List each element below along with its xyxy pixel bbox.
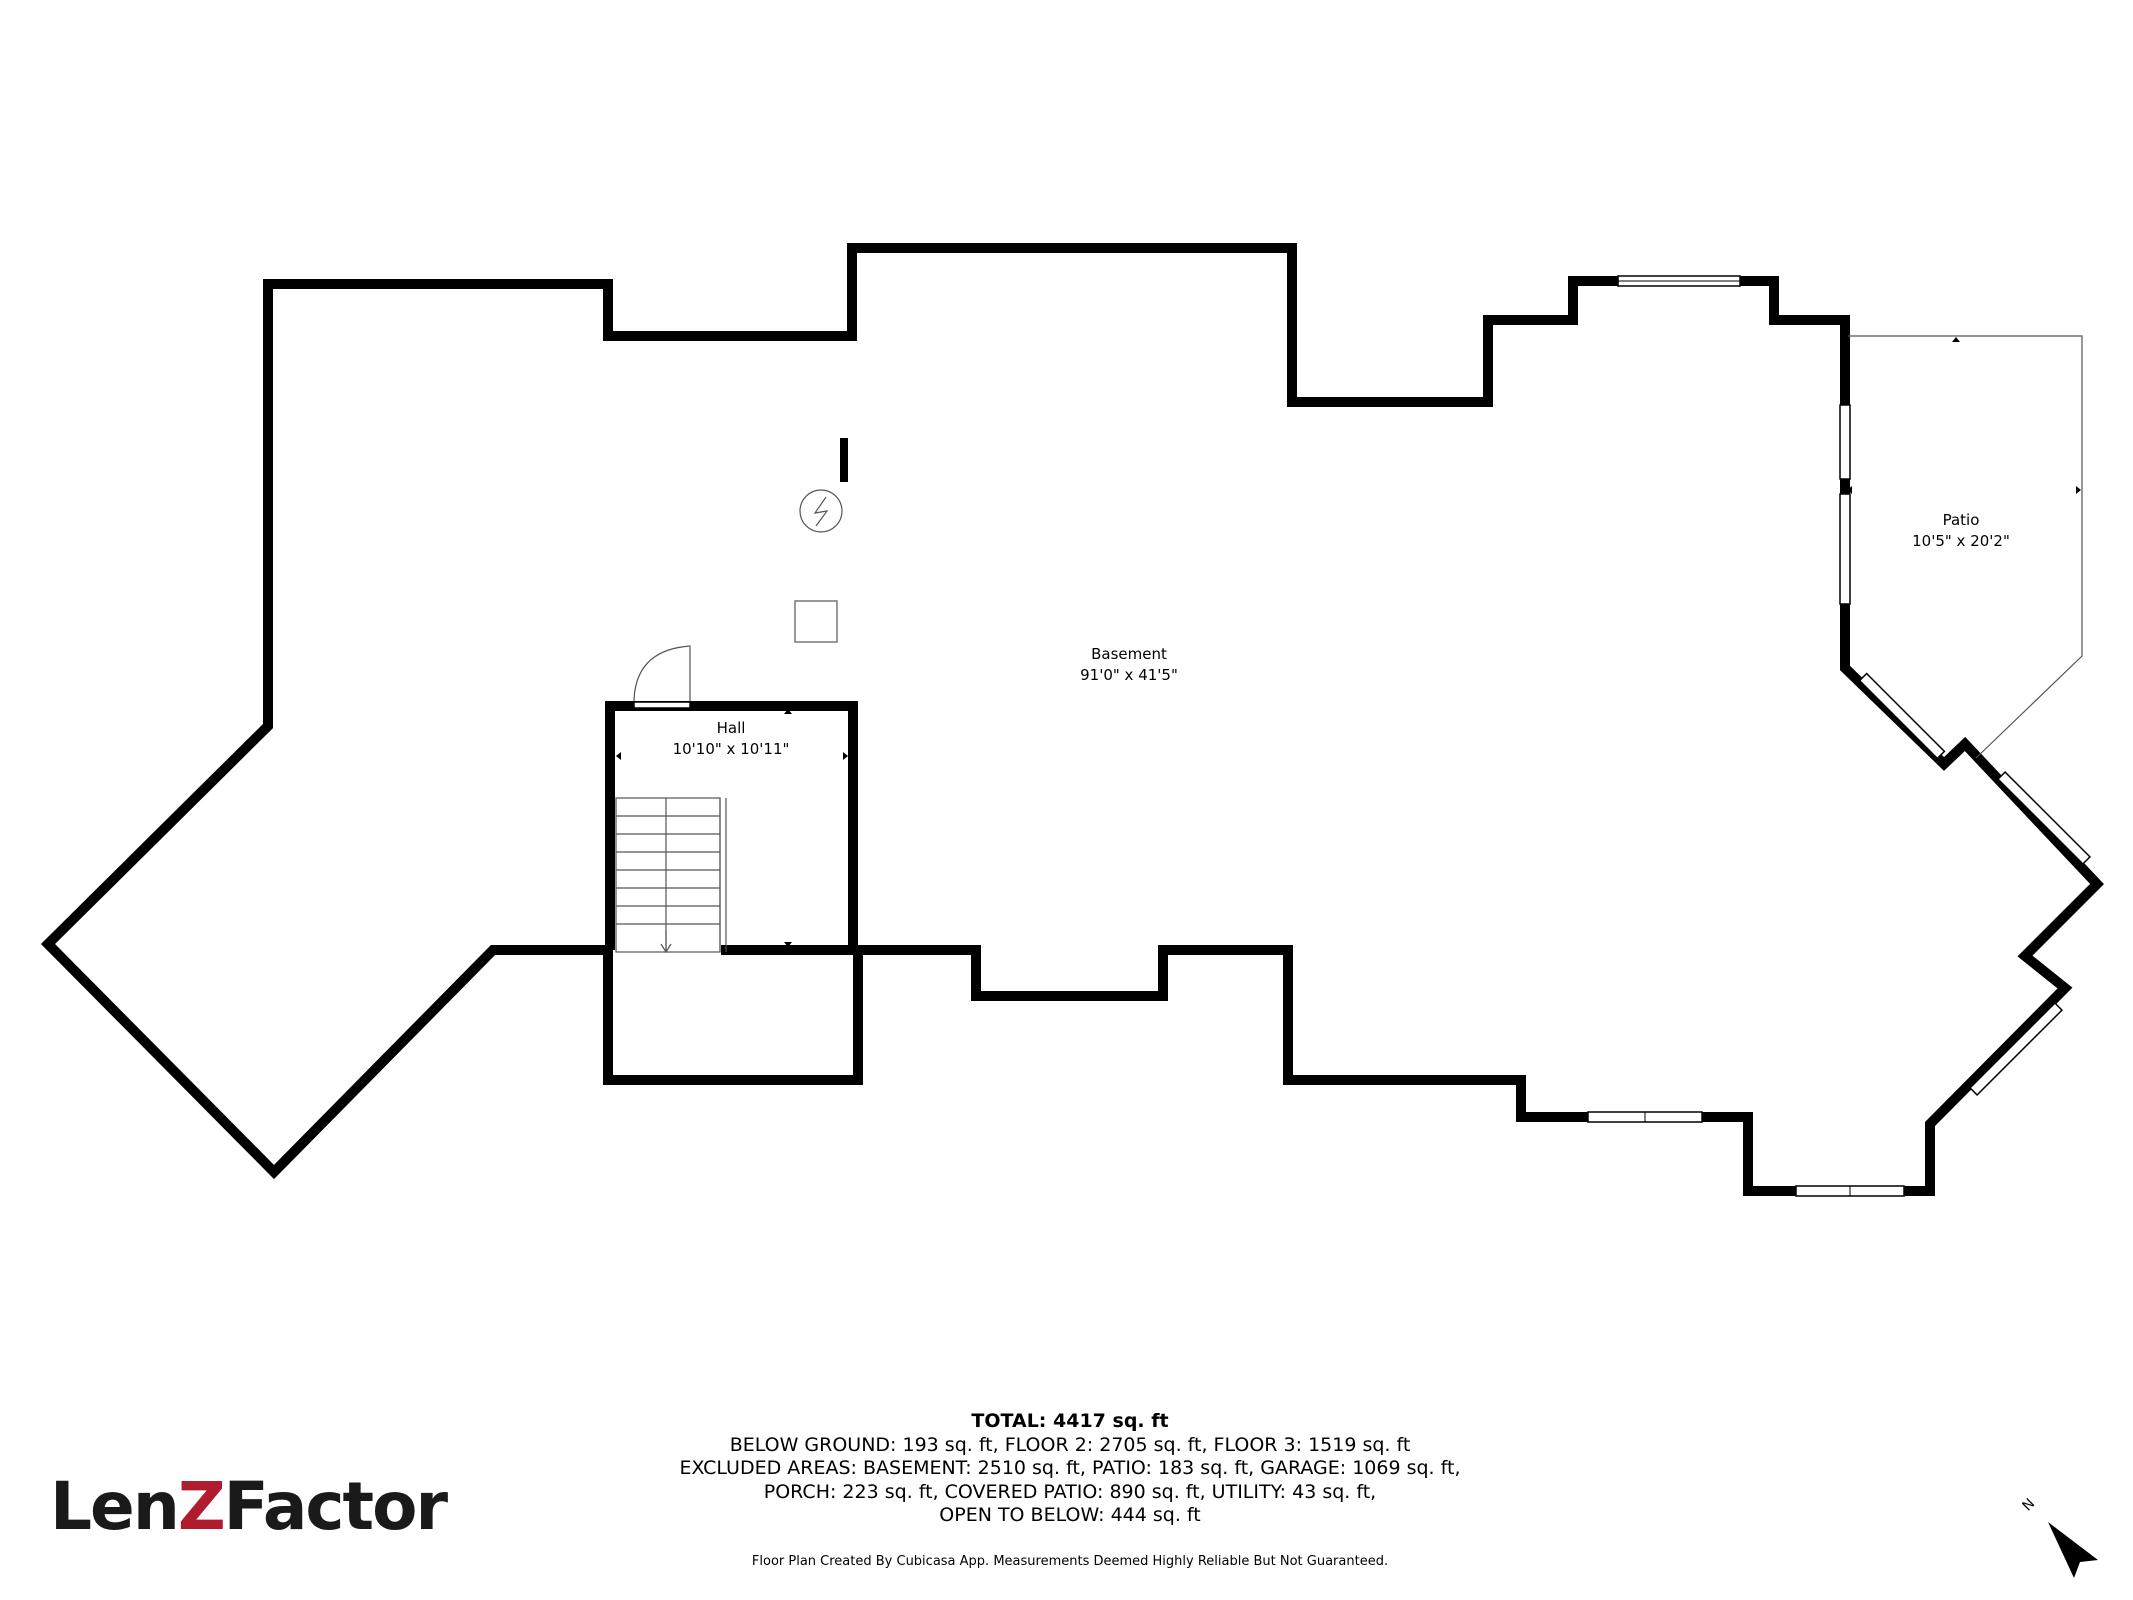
room-label-patio: Patio 10'5" x 20'2" [1886, 510, 2036, 552]
area-summary: TOTAL: 4417 sq. ft BELOW GROUND: 193 sq.… [560, 1410, 1580, 1528]
room-name: Patio [1942, 511, 1980, 529]
electrical-panel-icon [799, 489, 843, 533]
summary-line: EXCLUDED AREAS: BASEMENT: 2510 sq. ft, P… [679, 1457, 1461, 1479]
room-label-hall: Hall 10'10" x 10'11" [656, 718, 806, 760]
hall-wall [605, 701, 858, 950]
logo-text: Factor [223, 1468, 448, 1545]
room-dimensions: 10'5" x 20'2" [1912, 532, 2010, 550]
stairs [615, 797, 727, 954]
disclaimer: Floor Plan Created By Cubicasa App. Meas… [751, 1554, 1389, 1569]
windows [1587, 275, 2092, 1197]
patio-outline [1848, 335, 2083, 759]
north-arrow-icon: N [2020, 1496, 2098, 1578]
logo-z: Z [177, 1468, 226, 1545]
north-label: N [2020, 1496, 2038, 1515]
logo-text: Len [50, 1468, 180, 1545]
hall-door [633, 645, 691, 709]
summary-line: BELOW GROUND: 193 sq. ft, FLOOR 2: 2705 … [729, 1433, 1411, 1456]
room-dimensions: 91'0" x 41'5" [1080, 666, 1178, 684]
dimension-markers [616, 337, 2081, 947]
lenzfactor-logo: LenZFactor [50, 1468, 448, 1548]
total-area: TOTAL: 4417 sq. ft [971, 1410, 1169, 1432]
exterior-wall [40, 243, 2104, 1196]
room-label-basement: Basement 91'0" x 41'5" [1054, 644, 1204, 686]
room-name: Hall [716, 719, 746, 737]
room-name: Basement [1091, 645, 1167, 663]
utility-fixture [794, 600, 838, 643]
summary-line: PORCH: 223 sq. ft, COVERED PATIO: 890 sq… [763, 1480, 1377, 1503]
room-dimensions: 10'10" x 10'11" [672, 740, 790, 758]
summary-line: OPEN TO BELOW: 444 sq. ft [939, 1504, 1201, 1526]
